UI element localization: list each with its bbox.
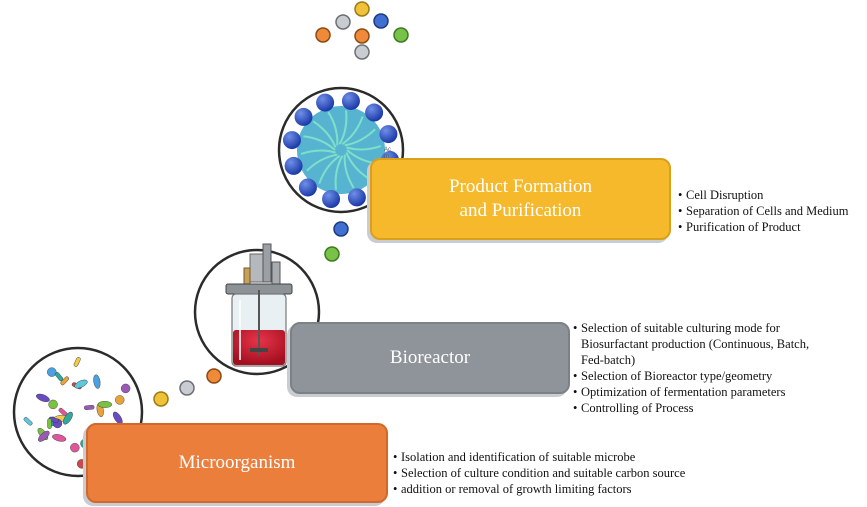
- molecule-dot-icon: [315, 1, 409, 60]
- connector-dots: [153, 221, 349, 407]
- micelle-tail: [318, 155, 341, 184]
- micelle-tail: [327, 111, 339, 146]
- micelle-head: [341, 91, 360, 110]
- microbe-shape: [77, 459, 87, 469]
- bioreactor-title: Bioreactor: [389, 347, 471, 369]
- product-formation-title-line2: and Purification: [459, 200, 582, 221]
- microbe-shape: [38, 430, 50, 442]
- bioreactor-box: Bioreactor: [290, 322, 570, 394]
- bullet-item: Selection of Bioreactor type/geometry: [573, 368, 853, 384]
- bullet-item: Selection of culture condition and suita…: [393, 465, 733, 481]
- product-formation-box: Product Formation and Purification: [370, 158, 671, 240]
- bullet-item: Cell Disruption: [678, 187, 867, 203]
- bullet-continuation: Biosurfactant production (Continuous, Ba…: [581, 337, 810, 351]
- micelle-tail: [312, 120, 337, 148]
- micelle-tail: [338, 110, 348, 145]
- micelle-head: [284, 156, 303, 175]
- bullet-item: Purification of Product: [678, 219, 867, 235]
- bioreactor-bullets: Selection of suitable culturing mode for…: [573, 320, 853, 416]
- product-formation-title-line1: Product Formation: [448, 176, 593, 198]
- micelle-head: [298, 178, 317, 197]
- microbe-shape: [74, 379, 88, 389]
- svg-text:m: m: [384, 154, 389, 160]
- micelle-tail: [343, 154, 355, 189]
- micelle-head: [294, 107, 313, 126]
- svg-text:Ac: Ac: [384, 147, 391, 153]
- microbe-shape: [93, 374, 101, 389]
- microbe-shape: [52, 434, 67, 442]
- micelle-tail: [344, 128, 376, 147]
- bullet-item: Optimization of fermentation parameters: [573, 384, 853, 400]
- microbe-shape: [48, 399, 58, 410]
- micelle-tail: [341, 116, 364, 145]
- microbe-shape: [63, 411, 73, 425]
- microbe-shape: [47, 367, 57, 377]
- microbe-shape: [47, 418, 52, 429]
- bullet-item: Controlling of Process: [573, 400, 853, 416]
- bullet-item: addition or removal of growth limiting f…: [393, 481, 733, 497]
- micelle-head: [365, 103, 384, 122]
- microbe-shape: [60, 376, 69, 386]
- microbe-shape: [36, 393, 50, 403]
- bullet-item: Separation of Cells and Medium: [678, 203, 867, 219]
- microbe-shape: [115, 395, 125, 405]
- microbe-shape: [70, 442, 80, 453]
- micelle-tail: [346, 145, 382, 151]
- micelle-head: [282, 131, 301, 150]
- bioreactor-vessel-illustration: [193, 243, 321, 376]
- microbe-shape: [97, 401, 113, 408]
- micelle-tail: [334, 155, 344, 190]
- bullet-continuation: Fed-batch): [581, 353, 636, 367]
- micelle-tail: [306, 153, 338, 172]
- microbe-shape: [48, 416, 59, 423]
- microorganism-bullets: Isolation and identification of suitable…: [393, 449, 733, 497]
- microorganism-box: Microorganism: [86, 423, 388, 503]
- microbe-shape: [73, 356, 81, 367]
- microbe-shape: [23, 417, 33, 426]
- microbe-shape: [120, 383, 131, 394]
- microorganism-title: Microorganism: [178, 452, 296, 474]
- micelle-head: [347, 188, 366, 207]
- micelle-head: [316, 93, 335, 112]
- micelle-tail: [345, 152, 370, 180]
- bullet-item: Selection of suitable culturing mode for: [573, 320, 853, 336]
- product-formation-bullets: Cell Disruption Separation of Cells and …: [678, 187, 867, 235]
- micelle-tail: [303, 135, 336, 151]
- micelle-head: [322, 190, 341, 209]
- micelle-head: [379, 125, 398, 144]
- bullet-item: Isolation and identification of suitable…: [393, 449, 733, 465]
- microbe-shape: [84, 405, 95, 410]
- micelle-tail: [300, 149, 336, 155]
